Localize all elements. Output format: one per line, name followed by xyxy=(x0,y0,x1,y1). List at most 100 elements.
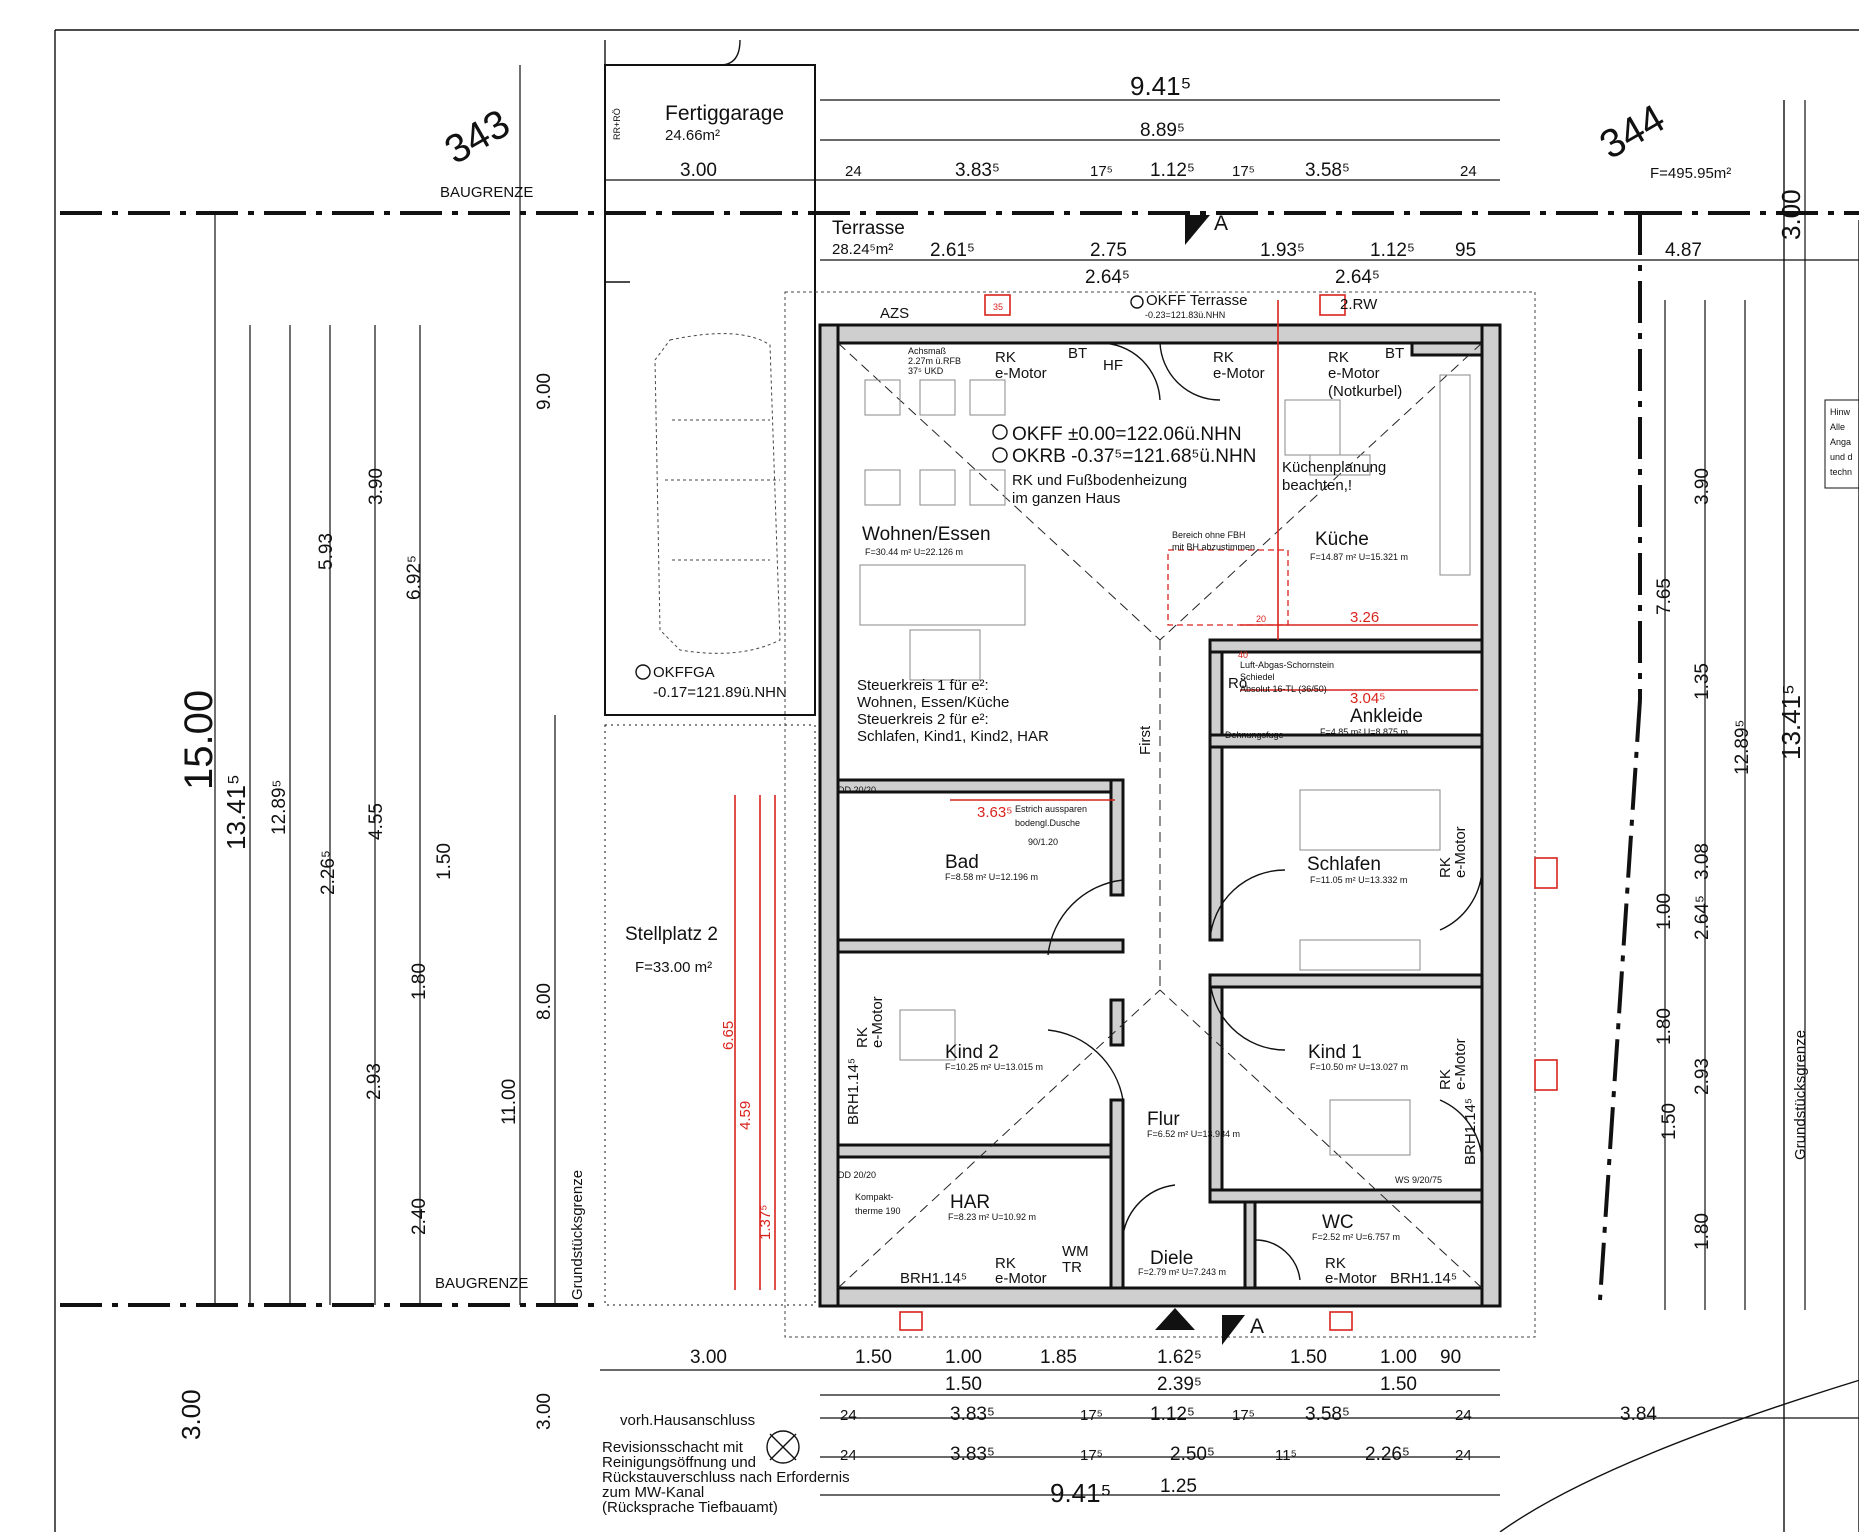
left-col-0: 5.93 xyxy=(316,533,337,570)
interior-walls xyxy=(836,341,1484,1290)
top-r4-0: 2.61⁵ xyxy=(930,240,975,261)
outer-walls xyxy=(818,323,1502,1308)
right-col-b-1: 1.00 xyxy=(1654,893,1675,930)
achsmass-wohnen-val: 2.27m ü.RFB xyxy=(908,356,961,366)
room-flur-name: Flur xyxy=(1147,1109,1180,1130)
bot-r3-6: 24 xyxy=(1455,1407,1472,1424)
bot-r3-7: 3.84 xyxy=(1620,1404,1657,1425)
baugrenze-top: BAUGRENZE xyxy=(440,184,533,201)
red-dim-3045: 3.04⁵ xyxy=(1350,690,1385,707)
heating-note-2: im ganzen Haus xyxy=(1012,490,1120,507)
equipment-labels: RK e-Motor RK e-Motor RK e-Motor (Notkur… xyxy=(838,296,1479,1287)
right-col-a-3: 2.64⁵ xyxy=(1692,895,1713,940)
azs-label: AZS xyxy=(880,305,909,322)
top-r3-6: 3.58⁵ xyxy=(1305,160,1350,181)
bottom-dimensions: 3.00 1.50 1.00 1.85 1.62⁵ 1.50 1.00 90 1… xyxy=(600,1347,1859,1508)
bot-r3-1: 3.83⁵ xyxy=(950,1404,995,1425)
hint-1: Alle xyxy=(1830,422,1845,432)
room-schlafen-area: F=11.05 m² U=13.332 m xyxy=(1310,875,1407,885)
fbh-note-1: Bereich ohne FBH xyxy=(1172,530,1246,540)
room-kueche-name: Küche xyxy=(1315,529,1369,550)
terrasse-okff-value: -0.23=121.83ü.NHN xyxy=(1145,310,1225,320)
left-col-8: 2.40 xyxy=(409,1198,430,1235)
level-info: OKFF ±0.00=122.06ü.NHN OKRB -0.37⁵=121.6… xyxy=(992,424,1256,507)
left-col-6: 1.80 xyxy=(409,963,430,1000)
first-label: First xyxy=(1137,725,1154,755)
bt-wohnen: BT xyxy=(1068,345,1087,362)
room-wc-area: F=2.52 m² U=6.757 m xyxy=(1312,1232,1400,1242)
steuerkreis-4: Schlafen, Kind1, Kind2, HAR xyxy=(857,728,1049,745)
bot-r1-7: 90 xyxy=(1440,1347,1461,1368)
top-r3-1: 24 xyxy=(845,163,862,180)
terrasse-okff-label: OKFF Terrasse xyxy=(1146,292,1247,309)
hausanschluss-line-1: Reinigungsöffnung und xyxy=(602,1454,756,1471)
garage-okffga-value: -0.17=121.89ü.NHN xyxy=(653,684,787,701)
top-r5-1: 2.64⁵ xyxy=(1335,267,1380,288)
stellplatz: Stellplatz 2 F=33.00 m² xyxy=(604,724,816,1306)
ukd-wohnen: 37⁵ UKD xyxy=(908,366,944,376)
bot-r4-5: 2.26⁵ xyxy=(1365,1444,1410,1465)
garage-okffga: OKFFGA xyxy=(653,664,715,681)
room-wohnen-area: F=30.44 m² U=22.126 m xyxy=(865,547,963,557)
emotor-har: e-Motor xyxy=(995,1270,1047,1287)
left-col-7: 2.93 xyxy=(364,1063,385,1100)
top-r3-3: 17⁵ xyxy=(1090,163,1113,180)
hint-box: Hinw Alle Anga und d techn xyxy=(1824,399,1859,489)
left-v-bottom2: 3.00 xyxy=(534,1393,555,1430)
rk-schlafen: RK xyxy=(1437,857,1454,878)
room-kind1-area: F=10.50 m² U=13.027 m xyxy=(1310,1062,1408,1072)
bot-r2-2: 1.50 xyxy=(1380,1374,1417,1395)
ro-label: Rö xyxy=(1228,675,1247,692)
top-r3-5: 17⁵ xyxy=(1232,163,1255,180)
left-v-garage: 9.00 xyxy=(534,373,555,410)
okff-label: OKFF ±0.00=122.06ü.NHN xyxy=(1012,424,1242,445)
left-col-5: 1.50 xyxy=(434,843,455,880)
right-col-b-2: 1.80 xyxy=(1654,1008,1675,1045)
baugrenze-lines xyxy=(60,211,1859,1307)
lot-boundaries xyxy=(54,29,1859,1532)
doors xyxy=(1047,342,1483,1281)
room-kind1-name: Kind 1 xyxy=(1308,1042,1362,1063)
right-col-a-6: 1.80 xyxy=(1692,1213,1713,1250)
bot-r3-4: 17⁵ xyxy=(1232,1407,1255,1424)
bot-r4-1: 3.83⁵ xyxy=(950,1444,995,1465)
baugrenze-bottom: BAUGRENZE xyxy=(435,1275,528,1292)
emotor-kueche-1: e-Motor xyxy=(1213,365,1265,382)
room-bad-area: F=8.58 m² U=12.196 m xyxy=(945,872,1038,882)
bot-r4-4: 11⁵ xyxy=(1275,1447,1297,1464)
rk-kind2: RK xyxy=(854,1027,871,1048)
hausanschluss-line-2: Rückstauverschluss nach Erfordernis xyxy=(602,1469,850,1486)
notkurbel: (Notkurbel) xyxy=(1328,383,1402,400)
kompakt-1: Kompakt- xyxy=(855,1192,894,1202)
red-dim-459: 4.59 xyxy=(737,1101,754,1130)
left-v-bottom: 3.00 xyxy=(176,1389,206,1440)
rk-kind1: RK xyxy=(1437,1069,1454,1090)
hint-2: Anga xyxy=(1830,437,1851,447)
hausanschluss-line-3: zum MW-Kanal xyxy=(602,1484,704,1501)
roof-lines xyxy=(837,342,1483,1289)
section-mark-top: A xyxy=(1214,212,1228,235)
grundstuecksgrenze-right: Grundstücksgrenze xyxy=(1792,1030,1809,1160)
room-diele-name: Diele xyxy=(1150,1248,1193,1269)
bot-r1-5: 1.50 xyxy=(1290,1347,1327,1368)
steuerkreis-3: Steuerkreis 2 für e²: xyxy=(857,711,989,728)
brh-kind1: BRH1.14⁵ xyxy=(1462,1098,1479,1165)
garage-title: Fertiggarage xyxy=(665,102,784,125)
top-r4-1: 2.75 xyxy=(1090,240,1127,261)
room-wc-name: WC xyxy=(1322,1212,1354,1233)
bot-r1-1: 1.50 xyxy=(855,1347,892,1368)
furniture xyxy=(859,374,1471,1156)
bot-r1-2: 1.00 xyxy=(945,1347,982,1368)
room-bad-name: Bad xyxy=(945,852,979,873)
room-kueche-area: F=14.87 m² U=15.321 m xyxy=(1310,552,1408,562)
section-markers: A A xyxy=(1155,212,1264,1345)
right-col-b-0: 7.65 xyxy=(1654,578,1675,615)
brh-kind2: BRH1.14⁵ xyxy=(845,1058,862,1125)
red-dim-40: 40 xyxy=(1238,650,1248,660)
top-r4-2: 1.93⁵ xyxy=(1260,240,1305,261)
bot-r4-6: 24 xyxy=(1455,1447,1472,1464)
top-r4-4: 95 xyxy=(1455,240,1476,261)
right-col-a-5: 1.50 xyxy=(1659,1103,1680,1140)
left-v-stell: 8.00 xyxy=(534,983,555,1020)
bot-overall: 9.41⁵ xyxy=(1050,1478,1111,1508)
